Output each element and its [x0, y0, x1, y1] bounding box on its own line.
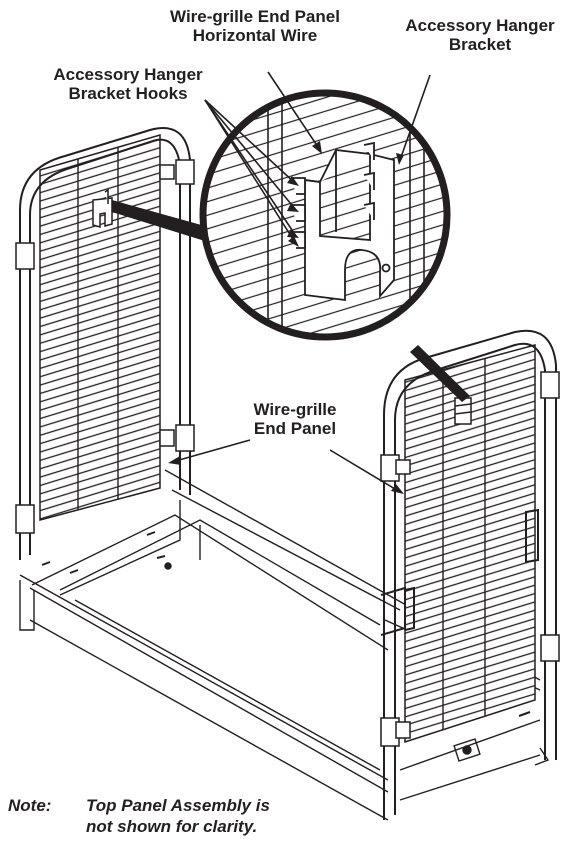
note-line2: not shown for clarity.	[86, 817, 258, 836]
zoom-connector	[112, 200, 470, 402]
label-end-panel: Wire-grille End Panel	[225, 400, 365, 438]
leader-lines	[171, 71, 431, 493]
note-prefix: Note:	[8, 796, 52, 815]
label-hanger-bracket: Accessory Hanger Bracket	[380, 16, 580, 54]
note-line1: Top Panel Assembly is	[86, 796, 270, 815]
arrowheads	[168, 141, 404, 494]
label-bracket-hooks: Accessory Hanger Bracket Hooks	[28, 65, 228, 103]
label-horizontal-wire: Wire-grille End Panel Horizontal Wire	[140, 7, 370, 45]
label-hanger-bracket-line1: Accessory Hanger	[405, 16, 555, 35]
base-slots	[41, 531, 531, 717]
label-horizontal-wire-line2: Horizontal Wire	[192, 26, 318, 45]
castor-mount	[164, 562, 481, 762]
label-end-panel-line2: End Panel	[253, 419, 337, 438]
label-horizontal-wire-line1: Wire-grille End Panel	[170, 7, 340, 26]
label-end-panel-line1: Wire-grille	[253, 400, 337, 419]
right-end-panel	[380, 329, 560, 820]
label-bracket-hooks-line1: Accessory Hanger	[53, 65, 203, 84]
detail-magnifier	[199, 89, 451, 341]
right-hanger-bracket	[454, 397, 472, 425]
label-hanger-bracket-line2: Bracket	[448, 35, 512, 54]
left-end-panel	[15, 127, 195, 560]
label-bracket-hooks-line2: Bracket Hooks	[68, 84, 188, 103]
